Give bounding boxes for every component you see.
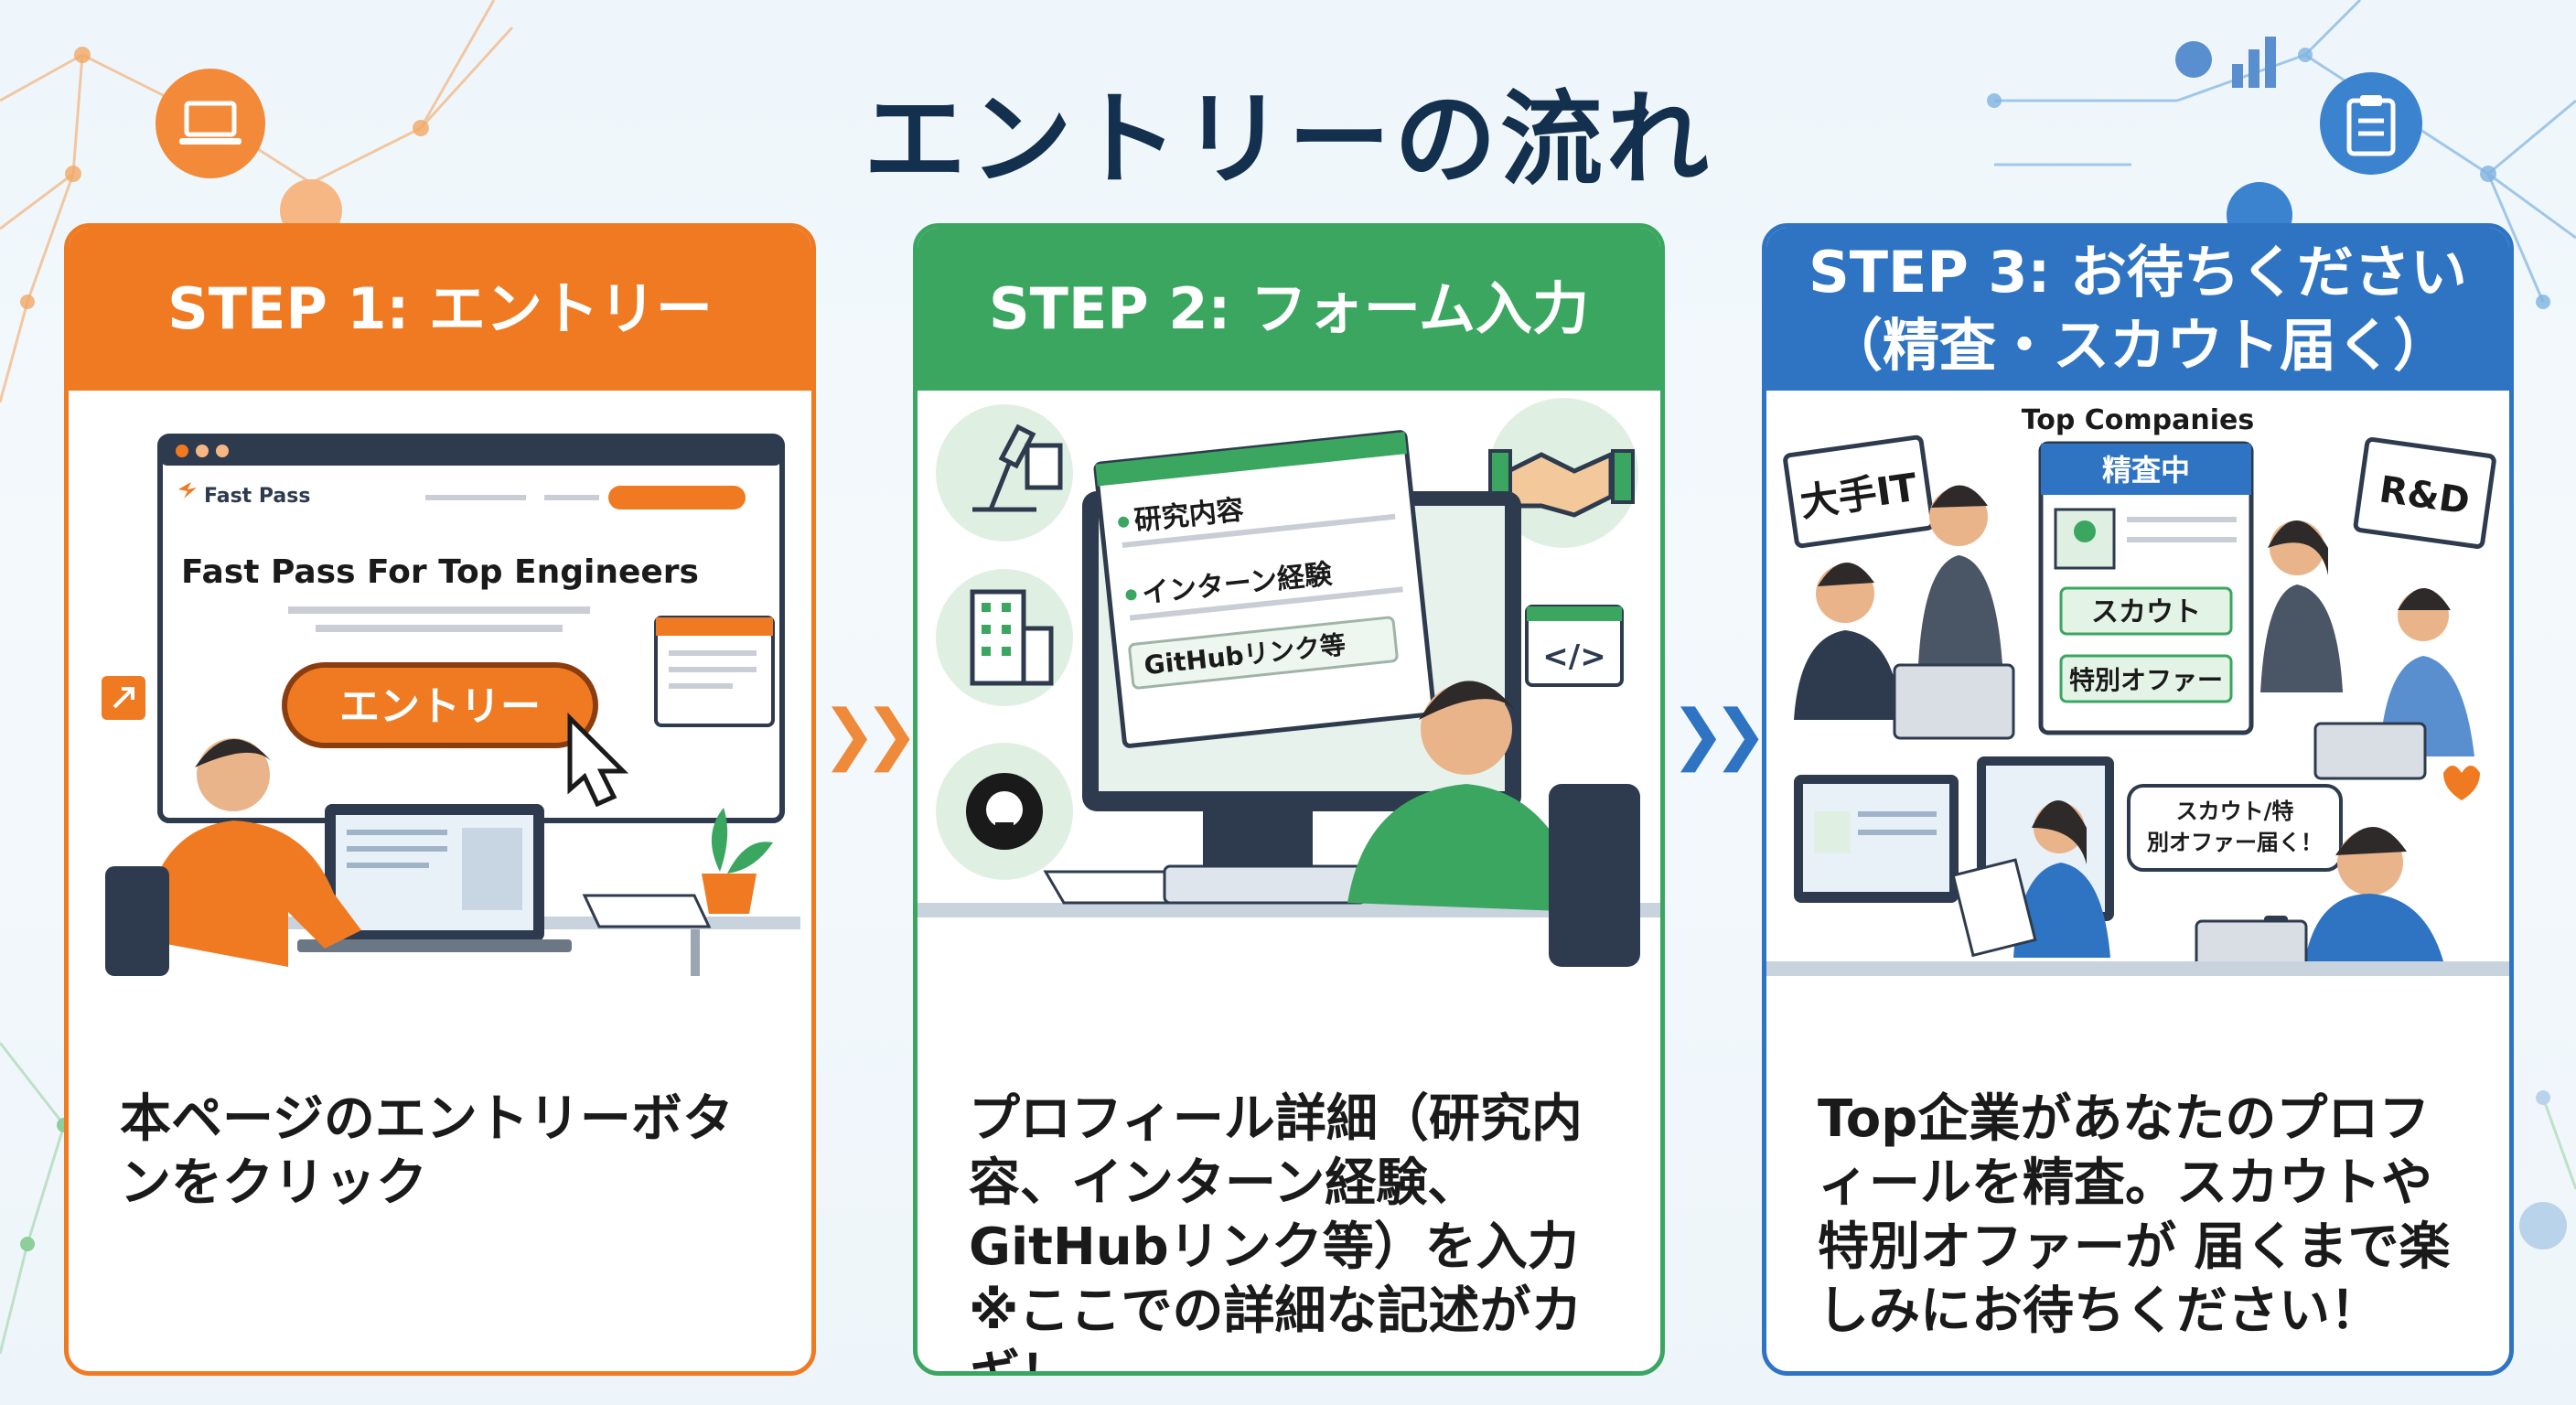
code-icon: </> — [1525, 605, 1624, 687]
github-link-field[interactable] — [1128, 616, 1399, 690]
entry-button[interactable] — [282, 662, 598, 748]
step-1-description: 本ページのエントリーボタンをクリック — [120, 1089, 734, 1213]
svg-text:別オファー届く！: 別オファー届く！ — [2147, 830, 2323, 855]
chart-icon — [2175, 37, 2276, 88]
step-1-heading: STEP 1: エントリー — [69, 228, 811, 391]
step-1-heading-line: STEP 1: エントリー — [167, 275, 713, 342]
laptop-icon — [179, 101, 242, 145]
svg-text:</>: </> — [1542, 638, 1605, 675]
step-2-heading: STEP 2: フォーム入力 — [918, 228, 1660, 391]
pointer-hand-icon — [567, 712, 629, 808]
step-1-card: STEP 1: エントリー Fast Pass Fast Pass For To… — [64, 223, 816, 1376]
step-3-heading-line-1: STEP 3: お待ちください — [1809, 239, 2467, 306]
step-1-illustration: Fast Pass Fast Pass For Top Engineers エン… — [102, 434, 800, 976]
microscope-icon — [972, 424, 1063, 512]
step-3-card: STEP 3: お待ちください （精査・スカウト届く） Top Companie… — [1762, 223, 2514, 1376]
special-offer-badge-label: 特別オファー — [2069, 665, 2223, 695]
svg-text:スカウト/特: スカウト/特 — [2176, 799, 2294, 824]
step-3-illustration: Top Companies 大手IT R&D 精査中 スカウト 特別オファー — [1766, 404, 2509, 976]
step-2-description: プロフィール詳細（研究内容、インターン経験、GitHubリンク等）を入力 ※ここ… — [969, 1089, 1583, 1376]
scout-badge — [2059, 586, 2233, 636]
status-label: 精査中 — [2102, 453, 2190, 488]
plant-icon — [711, 808, 773, 874]
site-logo-text: Fast Pass — [204, 485, 310, 508]
step-3-description: Top企業があなたのプロフィールを精査。スカウトや特別オファーが 届くまで楽しみ… — [1818, 1089, 2451, 1341]
scout-badge-label: スカウト — [2091, 596, 2201, 628]
handshake-icon — [1488, 449, 1635, 518]
step-2-heading-line: STEP 2: フォーム入力 — [989, 275, 1589, 342]
building-icon — [970, 589, 1054, 686]
logo-icon — [178, 482, 197, 499]
github-icon — [966, 773, 1043, 850]
clipboard-icon — [2346, 95, 2396, 156]
scout-bubble — [2127, 784, 2343, 872]
step-2-illustration: </> 研究内容 インターン経験 GitHubリンク等 — [918, 398, 1660, 967]
top-companies-label: Top Companies — [2022, 404, 2254, 436]
entry-button-label: エントリー — [339, 683, 541, 730]
site-headline: Fast Pass For Top Engineers — [181, 553, 699, 591]
step-3-heading-line-2: （精査・スカウト届く） — [1825, 312, 2450, 379]
step-2-card: STEP 2: フォーム入力 </> — [913, 223, 1665, 1376]
page-title: エントリーの流れ — [864, 80, 1712, 199]
step-3-heading: STEP 3: お待ちください （精査・スカウト届く） — [1766, 228, 2509, 391]
special-offer-badge — [2059, 654, 2233, 703]
heart-icon — [2443, 766, 2480, 800]
